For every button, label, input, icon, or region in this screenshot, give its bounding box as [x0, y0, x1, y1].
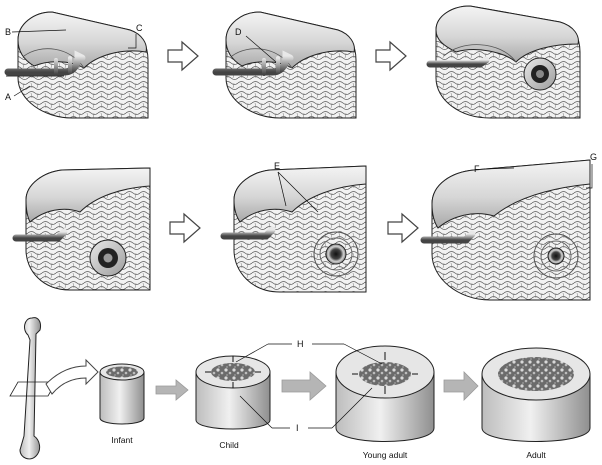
bone-section-child: [195, 355, 271, 430]
right-arrow-icon: [45, 358, 99, 395]
svg-text:E: E: [274, 161, 280, 171]
panel-4-osteon-forming: [12, 167, 151, 291]
svg-text:I: I: [296, 423, 299, 433]
label-h: H: [235, 339, 383, 365]
right-arrow-icon: [281, 371, 327, 401]
bone-section-young-adult: [335, 345, 435, 442]
label-i: I: [239, 387, 373, 433]
panel-6-complete-osteon: [420, 159, 591, 301]
label-b: B: [5, 27, 67, 37]
femur-illustration: [9, 317, 57, 460]
right-arrow-icon: [155, 379, 189, 401]
label-g: G: [586, 152, 597, 189]
caption-adult: Adult: [526, 450, 546, 460]
right-arrow-icon: [167, 40, 199, 72]
caption-infant: Infant: [111, 435, 133, 445]
panel-5-concentric-lamellae: [220, 165, 367, 293]
panel-3-tunnel: [426, 5, 581, 119]
bone-section-adult: [481, 347, 591, 442]
right-arrow-icon: [443, 371, 479, 401]
svg-text:G: G: [590, 152, 597, 162]
caption-young-adult: Young adult: [363, 450, 408, 460]
label-a: A: [5, 85, 31, 102]
right-arrow-icon: [375, 40, 407, 72]
svg-text:B: B: [5, 27, 11, 37]
panel-2-groove: [212, 11, 357, 119]
svg-text:F: F: [474, 164, 480, 174]
label-e: E: [274, 161, 319, 213]
svg-text:C: C: [136, 23, 143, 33]
right-arrow-icon: [169, 212, 201, 244]
svg-text:D: D: [235, 27, 242, 37]
label-f: F: [474, 164, 515, 174]
caption-child: Child: [219, 440, 239, 450]
svg-text:H: H: [297, 339, 304, 349]
label-c: C: [128, 23, 143, 49]
right-arrow-icon: [387, 212, 419, 244]
svg-text:A: A: [5, 92, 11, 102]
label-d: D: [235, 27, 277, 63]
bone-section-infant: [99, 363, 145, 425]
panel-1-ridge-formation: [4, 11, 149, 119]
